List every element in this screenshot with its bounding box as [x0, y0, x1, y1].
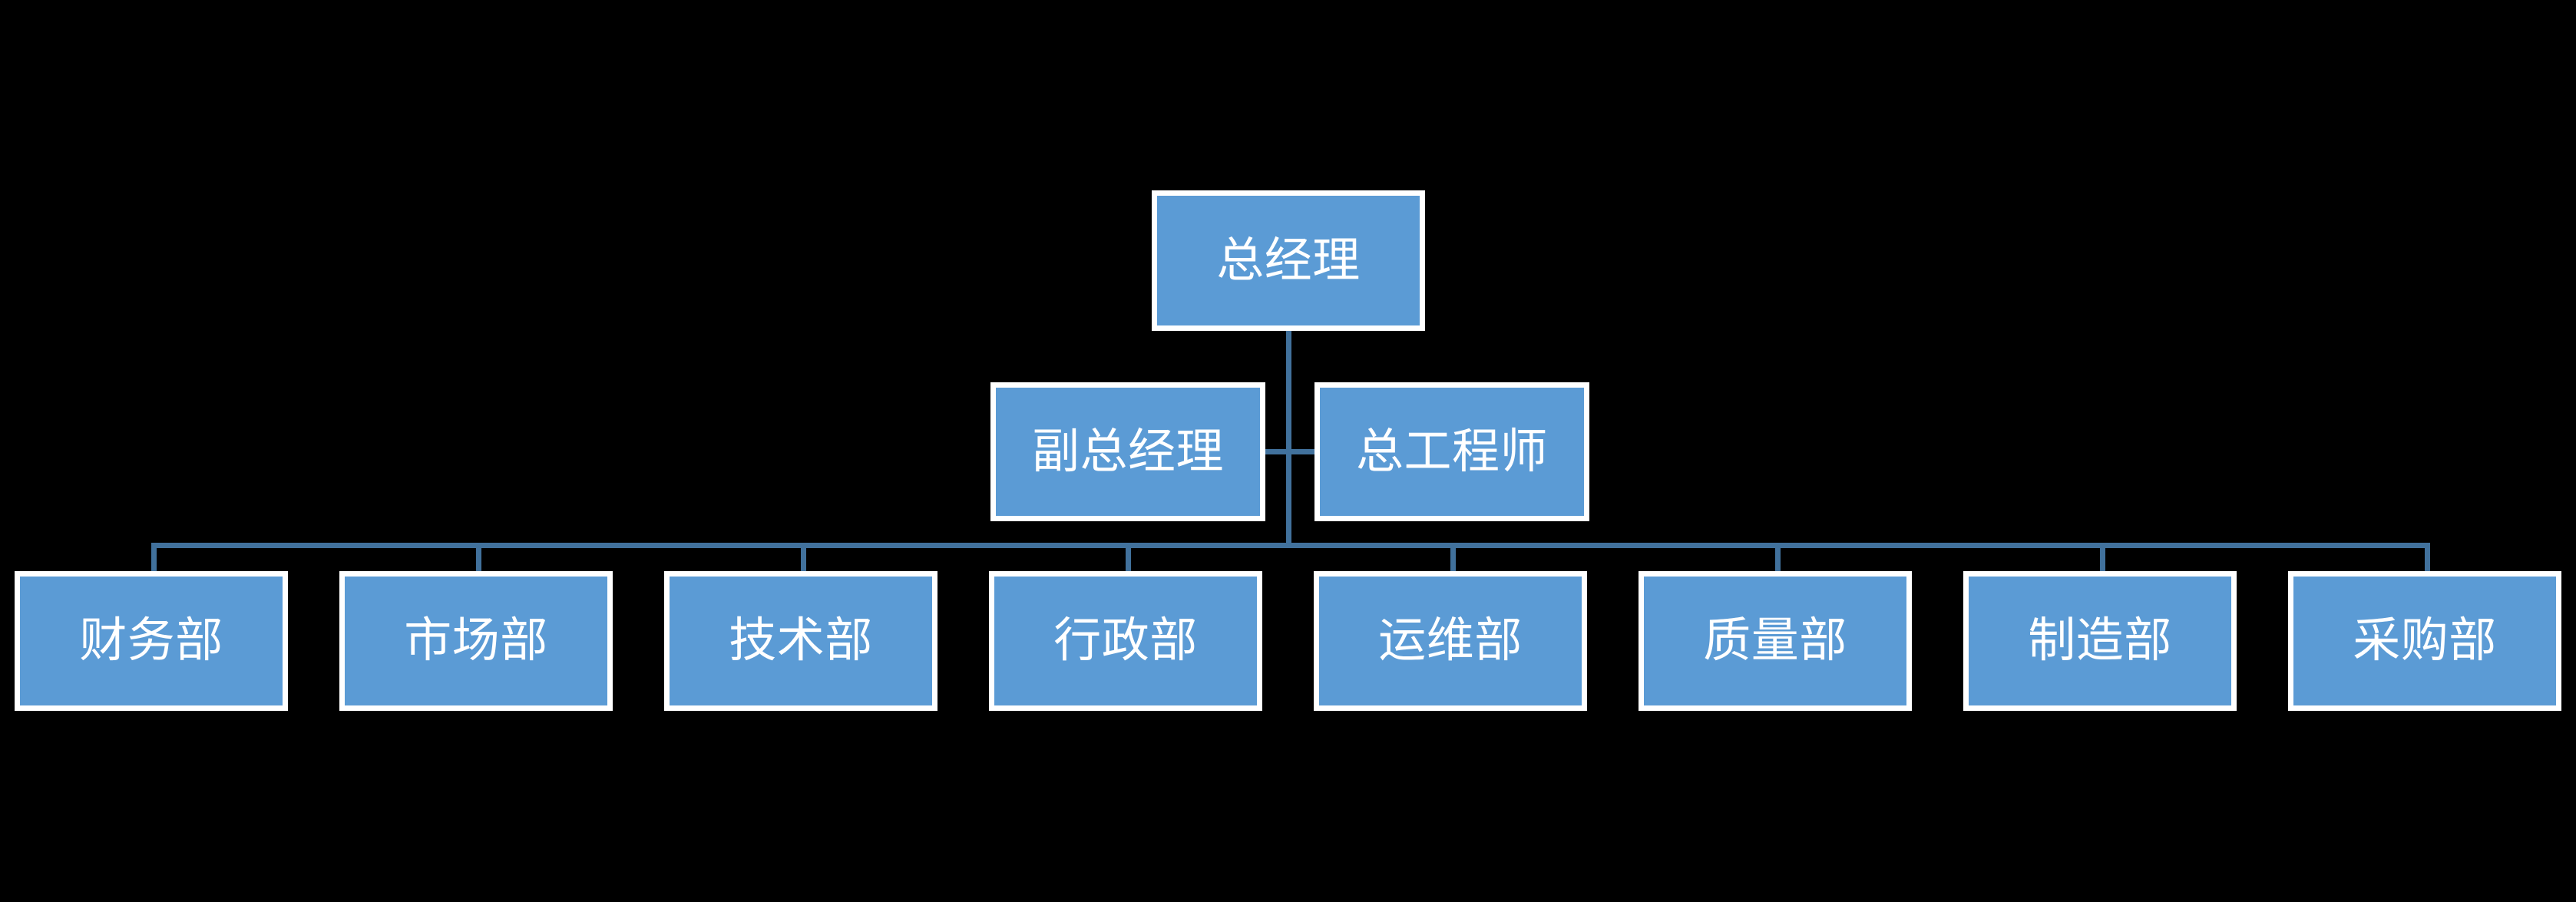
- node-chief-engineer[interactable]: 总工程师: [1314, 382, 1589, 521]
- node-department-administration[interactable]: 行政部: [989, 571, 1262, 711]
- node-label: 总工程师: [1355, 425, 1548, 478]
- node-label: 副总经理: [1031, 425, 1224, 478]
- connector-drop-6: [1775, 543, 1781, 573]
- node-department-operations[interactable]: 运维部: [1314, 571, 1587, 711]
- node-label: 质量部: [1703, 614, 1847, 667]
- node-department-manufacturing[interactable]: 制造部: [1963, 571, 2237, 711]
- connector-drop-5: [1450, 543, 1456, 573]
- node-label: 财务部: [79, 614, 223, 667]
- node-department-finance[interactable]: 财务部: [15, 571, 288, 711]
- connector-trunk-vertical: [1286, 330, 1291, 547]
- node-label: 运维部: [1378, 614, 1523, 667]
- node-department-marketing[interactable]: 市场部: [339, 571, 613, 711]
- node-label: 行政部: [1053, 614, 1198, 667]
- node-label: 总经理: [1216, 233, 1361, 287]
- node-deputy-general-manager[interactable]: 副总经理: [990, 382, 1265, 521]
- node-general-manager[interactable]: 总经理: [1152, 190, 1425, 331]
- connector-drop-2: [476, 543, 481, 573]
- node-department-quality[interactable]: 质量部: [1639, 571, 1912, 711]
- connector-department-bus: [151, 543, 2425, 548]
- node-label: 制造部: [2028, 614, 2172, 667]
- connector-drop-4: [1126, 543, 1131, 573]
- node-department-procurement[interactable]: 采购部: [2288, 571, 2561, 711]
- connector-drop-7: [2100, 543, 2105, 573]
- connector-drop-3: [801, 543, 806, 573]
- node-department-technology[interactable]: 技术部: [664, 571, 937, 711]
- node-label: 市场部: [404, 614, 548, 667]
- node-label: 技术部: [729, 614, 873, 667]
- connector-drop-8: [2425, 543, 2430, 573]
- connector-drop-1: [151, 543, 157, 573]
- node-label: 采购部: [2353, 614, 2497, 667]
- connector-level2-horizontal: [1260, 449, 1319, 454]
